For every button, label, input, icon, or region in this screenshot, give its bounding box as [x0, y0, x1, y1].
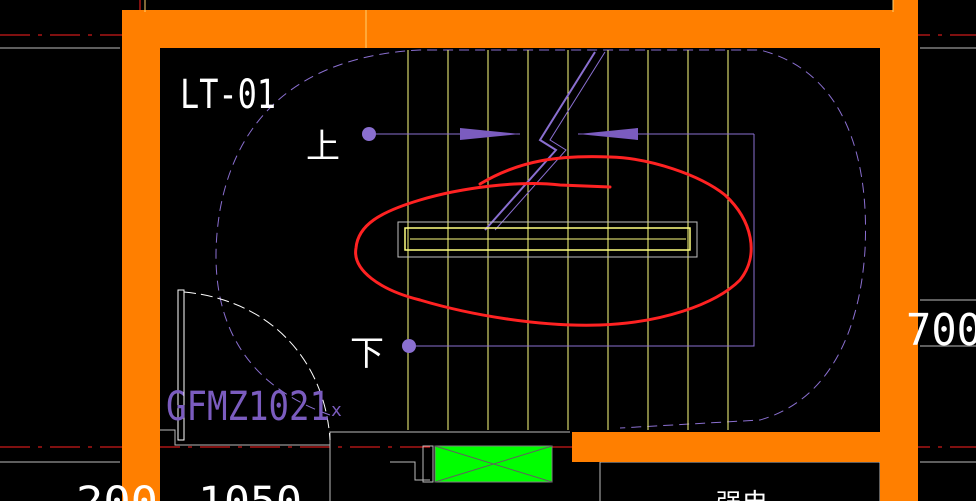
door: [177, 289, 331, 441]
dimension-right: 700: [906, 305, 976, 356]
down-label: 下: [350, 334, 384, 374]
stair-treads: [407, 50, 729, 430]
arrow-up-icon: [460, 128, 520, 140]
wall-bottom-right: [572, 432, 918, 462]
wall-top: [122, 10, 918, 48]
wall-right: [880, 10, 918, 501]
direction-annotations: [362, 51, 755, 353]
up-label: 上: [306, 127, 340, 167]
door-tag-suffix: x: [331, 400, 342, 421]
break-line: [484, 51, 596, 231]
walls: [122, 0, 918, 501]
arrow-left-icon: [578, 128, 638, 140]
dimension-bottom-mid: 1050: [198, 479, 302, 501]
green-door-symbol: [422, 445, 553, 483]
room-label: 强电: [716, 489, 768, 501]
up-marker-dot: [362, 127, 376, 141]
down-marker-dot: [402, 339, 416, 353]
handrail: [397, 221, 698, 258]
wall-left: [122, 10, 160, 501]
dimension-bottom-left: 200: [76, 479, 158, 501]
revision-cloud: [354, 155, 753, 327]
wall-edges: [144, 0, 894, 48]
stair-id-label: LT-01: [180, 72, 276, 118]
ceiling-outline: [215, 49, 867, 429]
wall-stub-top-right: [893, 0, 918, 12]
door-tag: GFMZ1021: [166, 384, 330, 430]
